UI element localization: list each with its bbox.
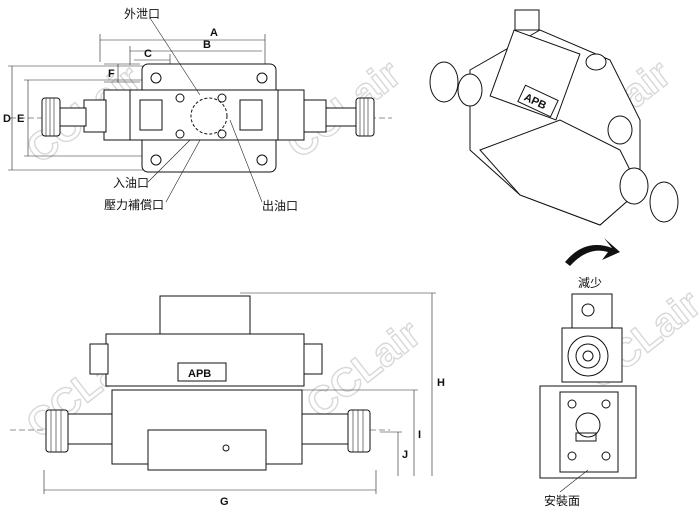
brand-plate-iso — [517, 84, 559, 118]
label-outlet-port: 出油口 — [262, 199, 298, 213]
brand-text-side: APB — [188, 368, 211, 380]
isometric-view: APB — [429, 9, 679, 226]
knob-right — [355, 97, 375, 137]
dim-label-G: G — [220, 496, 229, 508]
dim-label-H: H — [437, 377, 445, 389]
dim-label-F: F — [108, 68, 115, 80]
label-pressure-comp-port: 壓力補償口 — [104, 198, 164, 212]
dim-H: H — [240, 292, 445, 476]
dim-label-B: B — [203, 39, 211, 51]
knob-side-right — [347, 409, 371, 453]
dim-label-A: A — [210, 27, 218, 39]
label-mount-face: 安裝面 — [544, 493, 580, 508]
dim-B: B — [129, 39, 262, 65]
label-reduce: 減少 — [578, 275, 602, 290]
dim-label-E: E — [17, 113, 24, 125]
dim-J: J — [380, 431, 408, 476]
end-view: 減少 安裝面 — [539, 238, 637, 508]
reduce-arrow-icon — [565, 238, 620, 266]
dim-F: F — [104, 63, 140, 83]
knob-iso-left — [429, 61, 459, 103]
top-view: A B C F D E — [3, 7, 392, 213]
valve-body-top — [103, 89, 305, 141]
side-view: H I J G APB — [10, 292, 445, 508]
knob-side-left — [45, 409, 69, 453]
dim-label-J: J — [402, 449, 408, 461]
brand-plate-side — [177, 362, 227, 382]
knob-iso-right — [649, 181, 679, 223]
dim-G: G — [43, 470, 377, 508]
dim-I: I — [300, 389, 421, 476]
dim-label-I: I — [418, 429, 421, 441]
label-drain-port: 外泄口 — [124, 7, 160, 21]
dim-label-D: D — [3, 113, 11, 125]
knob-left — [41, 97, 61, 137]
dim-label-C: C — [144, 48, 152, 60]
label-inlet-port: 入油口 — [113, 176, 149, 190]
